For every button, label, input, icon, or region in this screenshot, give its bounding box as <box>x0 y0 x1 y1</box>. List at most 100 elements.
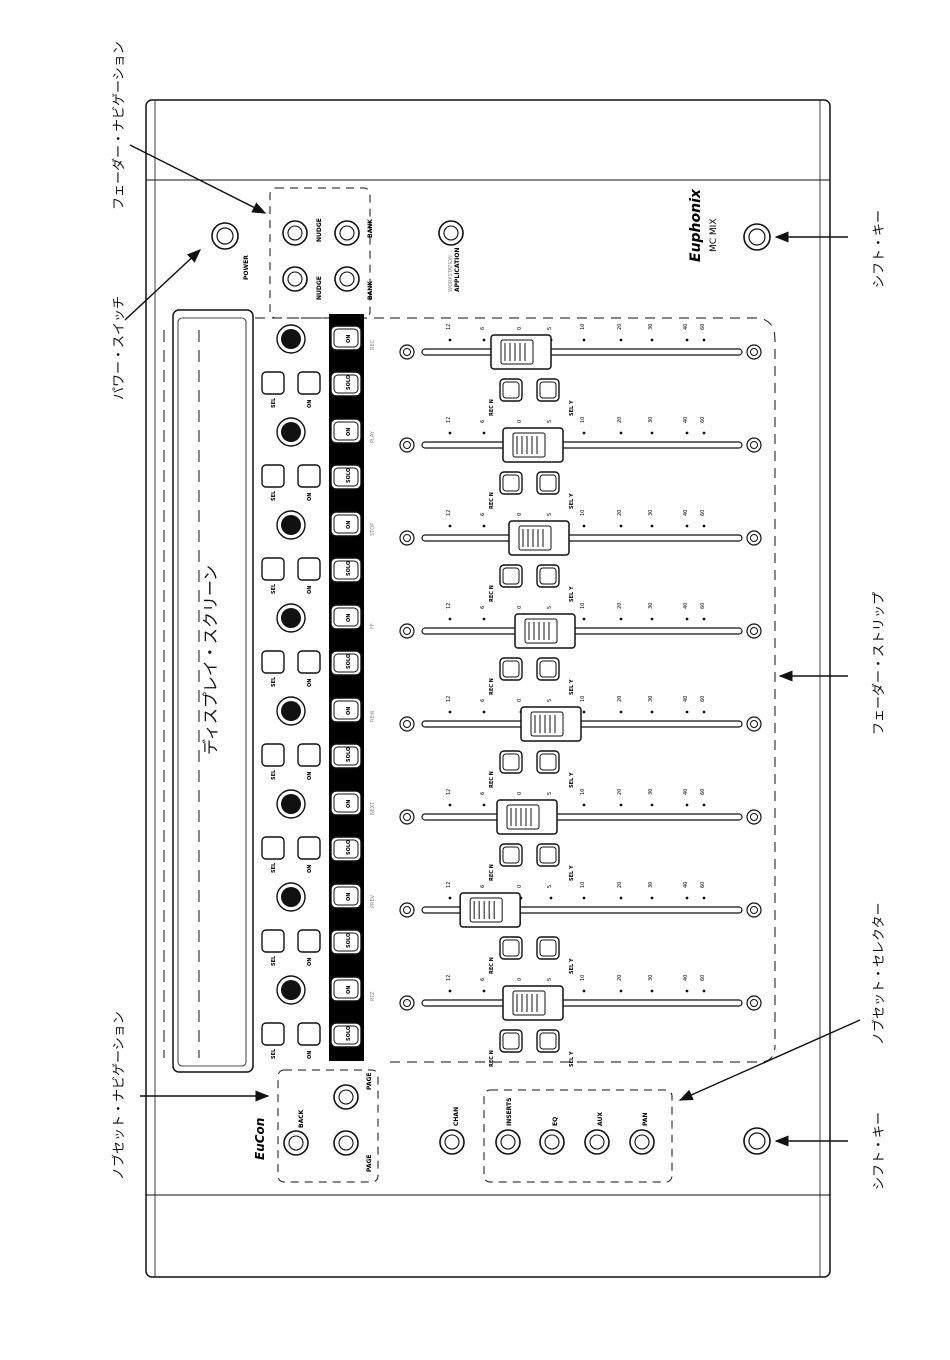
rec-button[interactable]: REC N <box>489 750 523 788</box>
eq-button[interactable]: EQ <box>539 1117 565 1155</box>
rec-label: REC N <box>489 492 495 509</box>
fader-knob[interactable] <box>514 613 576 649</box>
on-small-button[interactable]: ON <box>297 1022 321 1059</box>
rotary-knob[interactable] <box>276 603 306 633</box>
fader-knob[interactable] <box>459 892 521 928</box>
on-button[interactable]: ON <box>330 976 362 1002</box>
solo-button[interactable]: SOLO <box>330 464 362 490</box>
scale-dot <box>448 338 452 342</box>
solo-button[interactable]: SOLO <box>330 743 362 769</box>
back-button[interactable]: BACK <box>283 1109 309 1156</box>
on-button[interactable]: ON <box>330 790 362 816</box>
aux-button[interactable]: AUX <box>584 1112 610 1155</box>
sel-y-button[interactable]: SEL Y <box>536 936 575 974</box>
on-small-button[interactable]: ON <box>297 371 321 408</box>
rec-button[interactable]: REC N <box>489 1029 523 1067</box>
chan-button[interactable]: CHAN <box>439 1107 465 1155</box>
solo-button[interactable]: SOLO <box>330 1022 362 1048</box>
rotary-knob[interactable] <box>276 510 306 540</box>
sel-button[interactable]: SEL <box>261 836 285 873</box>
on-small-button[interactable]: ON <box>297 464 321 501</box>
scale-label: 5 <box>547 792 553 795</box>
nudge-label: NUDGE <box>316 276 323 300</box>
solo-button[interactable]: SOLO <box>330 650 362 676</box>
on-button[interactable]: ON <box>330 697 362 723</box>
nudge-left-button[interactable]: NUDGE <box>282 266 323 300</box>
rec-button[interactable]: REC N <box>489 564 523 602</box>
sel-button[interactable]: SEL <box>261 743 285 780</box>
sel-y-button[interactable]: SEL Y <box>536 843 575 881</box>
scale-dot <box>685 524 689 528</box>
solo-button[interactable]: SOLO <box>330 929 362 955</box>
scale-label: 12 <box>446 417 452 423</box>
solo-button[interactable]: SOLO <box>330 836 362 862</box>
fader-knob[interactable] <box>520 706 582 742</box>
on-small-button[interactable]: ON <box>297 557 321 594</box>
on-small-button[interactable]: ON <box>297 836 321 873</box>
scale-dot <box>702 617 706 621</box>
page-right-button[interactable]: PAGE <box>333 1072 373 1110</box>
sel-y-button[interactable]: SEL Y <box>536 1029 575 1067</box>
rotary-knob[interactable] <box>276 789 306 819</box>
on-button[interactable]: ON <box>330 418 362 444</box>
annotation-fader-strip: フェーダー・ストリップ <box>872 592 887 735</box>
transport-label: REC <box>370 339 376 350</box>
solo-button[interactable]: SOLO <box>330 557 362 583</box>
sel-y-button[interactable]: SEL Y <box>536 471 575 509</box>
on-button[interactable]: ON <box>330 883 362 909</box>
rotary-knob[interactable] <box>276 975 306 1005</box>
scale-label: 0 <box>517 885 523 888</box>
sel-button[interactable]: SEL <box>261 929 285 966</box>
sel-y-button[interactable]: SEL Y <box>536 657 575 695</box>
page-label: PAGE <box>366 1072 373 1090</box>
sel-button[interactable]: SEL <box>261 371 285 408</box>
on-button[interactable]: ON <box>330 325 362 351</box>
shift-key-bottom[interactable] <box>743 1127 771 1155</box>
on-small-button[interactable]: ON <box>297 650 321 687</box>
rec-button[interactable]: REC N <box>489 657 523 695</box>
on-button[interactable]: ON <box>330 511 362 537</box>
on-small-button[interactable]: ON <box>297 929 321 966</box>
scale-label: 12 <box>446 603 452 609</box>
scale-label: 30 <box>648 324 654 330</box>
rotary-knob[interactable] <box>276 417 306 447</box>
sel-y-button[interactable]: SEL Y <box>536 564 575 602</box>
scale-label: 12 <box>446 510 452 516</box>
pan-button[interactable]: PAN <box>629 1112 655 1155</box>
scale-dot <box>582 896 586 900</box>
sel-y-button[interactable]: SEL Y <box>536 750 575 788</box>
rotary-knob[interactable] <box>276 696 306 726</box>
bank-left-button[interactable]: BANK <box>334 266 374 300</box>
sel-button[interactable]: SEL <box>261 650 285 687</box>
sel-y-button[interactable]: SEL Y <box>536 378 575 416</box>
scale-dot <box>582 989 586 993</box>
page-left-button[interactable]: PAGE <box>333 1130 373 1172</box>
fader-knob[interactable] <box>508 520 570 556</box>
scale-label: 30 <box>648 603 654 609</box>
on-small-button[interactable]: ON <box>297 743 321 780</box>
rotary-knob[interactable] <box>276 882 306 912</box>
shift-key-top[interactable] <box>743 223 771 251</box>
rec-button[interactable]: REC N <box>489 471 523 509</box>
fader-knob[interactable] <box>502 985 564 1021</box>
on-button[interactable]: ON <box>330 604 362 630</box>
scale-label: 12 <box>446 789 452 795</box>
application-button[interactable]: APPLICATION WORKSTATION <box>438 220 464 292</box>
rec-button[interactable]: REC N <box>489 936 523 974</box>
power-switch[interactable]: POWER <box>211 222 250 280</box>
sel-button[interactable]: SEL <box>261 464 285 501</box>
rec-button[interactable]: REC N <box>489 378 523 416</box>
fader-knob[interactable] <box>496 799 558 835</box>
rotary-knob[interactable] <box>276 324 306 354</box>
sel-y-label: SEL Y <box>569 679 575 695</box>
fader-knob[interactable] <box>490 334 552 370</box>
sel-button[interactable]: SEL <box>261 557 285 594</box>
nudge-right-button[interactable]: NUDGE <box>282 218 323 246</box>
screw-icon <box>746 995 762 1011</box>
fader-knob[interactable] <box>502 427 564 463</box>
inserts-button[interactable]: INSERTS <box>495 1098 521 1155</box>
bank-right-button[interactable]: BANK <box>334 219 374 246</box>
solo-button[interactable]: SOLO <box>330 371 362 397</box>
rec-button[interactable]: REC N <box>489 843 523 881</box>
sel-button[interactable]: SEL <box>261 1022 285 1059</box>
